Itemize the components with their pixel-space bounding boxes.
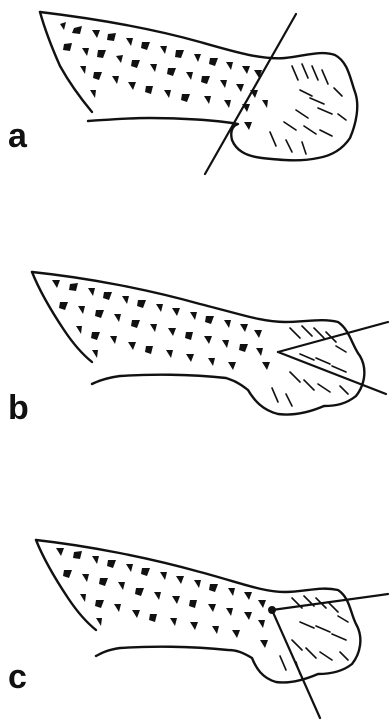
panel-label-a: a	[8, 117, 28, 155]
osteotomy-line-c-lower	[272, 610, 320, 718]
trabecular-pattern-a	[60, 22, 268, 130]
osteotomy-line-a	[205, 14, 296, 174]
articular-hatching-b	[272, 326, 348, 406]
articular-hatching-a	[270, 64, 346, 154]
panel-c: c	[8, 540, 388, 718]
osteotomy-line-c-upper	[272, 594, 388, 610]
osteotomy-line-b-upper	[278, 322, 388, 352]
osteotomy-line-b-lower	[278, 352, 386, 394]
bone-drawing-c	[36, 540, 360, 683]
panel-b: b	[8, 272, 388, 427]
panel-label-c: c	[8, 658, 27, 696]
bone-drawing-a	[40, 12, 357, 160]
panel-label-b: b	[8, 389, 29, 427]
panel-a: a	[8, 12, 357, 174]
bone-drawing-b	[32, 272, 364, 415]
